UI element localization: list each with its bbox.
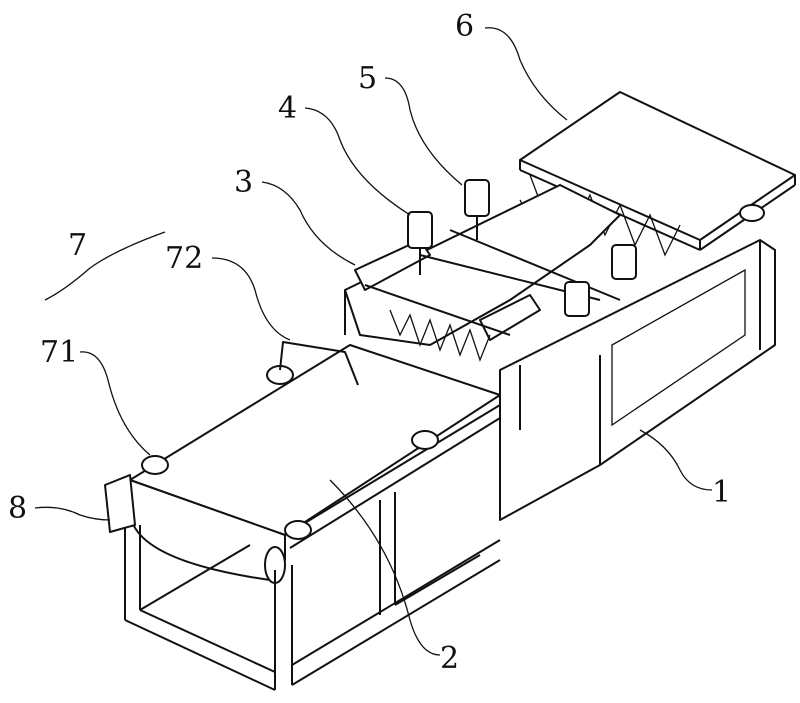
- motor-5: [464, 179, 490, 240]
- label-3: 3: [234, 165, 253, 200]
- conveyor-belt-2: [129, 344, 501, 584]
- label-6: 6: [455, 9, 474, 44]
- roller: [739, 204, 765, 222]
- motor: [564, 281, 590, 317]
- roller: [411, 430, 439, 450]
- conveyor-frame: [124, 492, 501, 691]
- label-1: 1: [712, 475, 731, 510]
- guide-rod-72: [279, 341, 359, 386]
- label-71: 71: [40, 335, 78, 370]
- label-72: 72: [165, 241, 203, 276]
- label-8: 8: [8, 491, 27, 526]
- bracket-8: [104, 474, 136, 533]
- label-5: 5: [358, 61, 377, 96]
- leader-lines: [34, 27, 713, 656]
- roller-71: [141, 455, 169, 475]
- cutter-assembly-3: [344, 184, 621, 520]
- label-7: 7: [68, 228, 87, 263]
- roller: [284, 520, 312, 540]
- label-2: 2: [440, 641, 459, 676]
- frame-1: [499, 239, 776, 521]
- motor: [611, 244, 637, 280]
- label-4: 4: [278, 91, 297, 126]
- motor-4: [407, 211, 433, 275]
